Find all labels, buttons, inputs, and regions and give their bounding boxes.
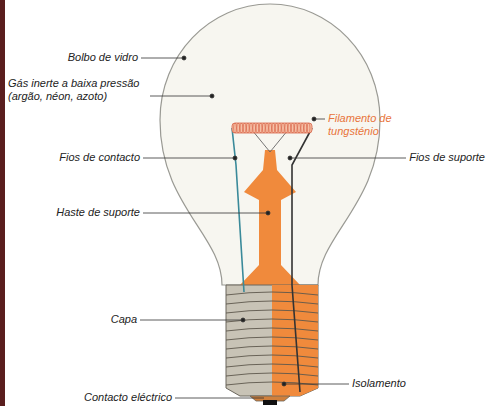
- coil-turn: [266, 123, 269, 133]
- coil-turn: [262, 123, 265, 133]
- coil-turn: [298, 123, 301, 133]
- part-label: Contacto eléctrico: [84, 391, 172, 404]
- thread-line: [226, 382, 318, 385]
- coil-turn: [259, 123, 262, 133]
- glass-bulb: [160, 4, 380, 285]
- thread-line: [226, 310, 318, 313]
- thread-line: [226, 373, 318, 376]
- coil-turn: [301, 123, 304, 133]
- edge-bar: [0, 0, 5, 406]
- leader-lines: [140, 56, 406, 398]
- coil-turn: [285, 123, 288, 133]
- coil-turn: [288, 123, 291, 133]
- thread-line: [226, 355, 318, 358]
- coil-turn: [304, 123, 307, 133]
- thread-line: [226, 364, 318, 367]
- part-label: Bolbo de vidro: [68, 51, 138, 64]
- part-label: Haste de suporte: [56, 206, 140, 219]
- tungsten-filament: [232, 123, 312, 133]
- coil-turn: [307, 123, 310, 133]
- coil-turn: [253, 123, 256, 133]
- part-label: Isolamento: [352, 377, 406, 390]
- coil-turn: [243, 123, 246, 133]
- coil-turn: [240, 123, 243, 133]
- part-label: Filamento de tungsténio: [328, 112, 408, 138]
- part-label: Capa: [111, 313, 137, 326]
- support-stem: [240, 150, 300, 285]
- coil-turn: [272, 123, 275, 133]
- thread-line: [226, 346, 318, 349]
- coil-turn: [282, 123, 285, 133]
- coil-turn: [275, 123, 278, 133]
- part-label: Fios de contacto: [59, 151, 140, 164]
- part-label: Fios de suporte: [409, 151, 485, 164]
- thread-line: [226, 292, 318, 295]
- contact-wire: [292, 128, 312, 392]
- coil-turn: [269, 123, 272, 133]
- screw-thread: [226, 292, 318, 385]
- coil-turn: [278, 123, 281, 133]
- coil-turn: [294, 123, 297, 133]
- coil-turn: [234, 123, 237, 133]
- thread-line: [226, 328, 318, 331]
- electric-contact: [263, 400, 277, 405]
- coil-turn: [256, 123, 259, 133]
- contact-wire: [232, 128, 244, 292]
- coil-turn: [246, 123, 249, 133]
- filament-coil: [234, 123, 310, 133]
- thread-line: [226, 337, 318, 340]
- coil-turn: [291, 123, 294, 133]
- coil-turn: [250, 123, 253, 133]
- part-label: Gás inerte a baixa pressão (argão, néon,…: [8, 77, 158, 103]
- cap: [226, 285, 318, 396]
- coil-turn: [237, 123, 240, 133]
- thread-line: [226, 319, 318, 322]
- thread-line: [226, 301, 318, 304]
